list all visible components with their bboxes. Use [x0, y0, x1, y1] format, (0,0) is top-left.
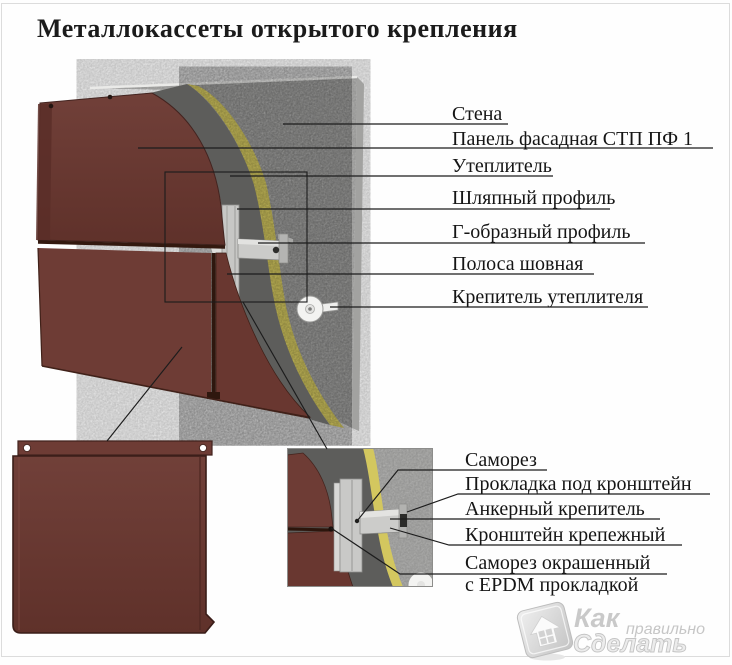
bracket-anchor-dot — [272, 246, 280, 254]
leader-lines — [106, 123, 713, 575]
main-illustration — [36, 75, 364, 431]
watermark-word-3: Сделать — [573, 630, 687, 658]
label-painted-screw-line1: Саморез окрашенный — [465, 552, 651, 574]
watermark-word-2: правильно — [626, 621, 705, 638]
flange-hole — [198, 443, 208, 453]
detail-fastener-disc — [407, 571, 433, 587]
cassette-panels — [36, 92, 312, 419]
label-painted-screw-line2: с EPDM прокладкой — [465, 574, 639, 596]
flange-hole — [22, 443, 32, 453]
leader-bracket-gasket — [406, 493, 710, 513]
upper-cassette — [37, 92, 226, 246]
label-bracket: Кронштейн крепежный — [465, 524, 666, 546]
detail-hat-profile — [333, 478, 363, 573]
row-seam — [37, 240, 226, 249]
watermark-logo: Как правильно Сделать — [516, 601, 705, 661]
watermark-word-1: Как — [574, 603, 621, 633]
label-insulation-fastener: Крепитель утеплителя — [452, 286, 644, 308]
detail-view-border — [287, 448, 433, 587]
label-facade-panel: Панель фасадная СТП ПФ 1 — [452, 128, 694, 150]
detail-upper-cassette — [287, 452, 334, 528]
label-wall: Стена — [452, 103, 503, 125]
wall-side-face — [352, 77, 364, 431]
callout-box — [164, 171, 308, 303]
leader-screw — [356, 469, 547, 522]
upper-cassette-left-fold — [36, 103, 52, 240]
label-bracket-gasket: Прокладка под кронштейн — [465, 473, 692, 495]
cassette-panel-drawing — [12, 440, 216, 634]
rivet-dot — [48, 103, 54, 109]
label-l-profile: Г-образный профиль — [452, 221, 631, 243]
label-anchor: Анкерный крепитель — [465, 498, 645, 520]
page-title: Металлокассеты открытого крепления — [37, 14, 518, 43]
callout-to-detail-line — [242, 301, 328, 450]
label-insulation: Утеплитель — [452, 155, 552, 177]
leader-bracket — [389, 527, 682, 546]
house-icon — [516, 601, 574, 659]
leader-painted-screw — [330, 527, 667, 575]
detail-anchor — [395, 497, 423, 544]
panel-to-drawing-line — [106, 346, 183, 442]
label-screw: Саморез — [465, 449, 537, 471]
label-hat-profile: Шляпный профиль — [452, 187, 616, 209]
rivet-dot — [107, 94, 113, 100]
cassette-body — [12, 455, 216, 634]
cassette-flange — [17, 440, 213, 456]
label-seam-strip: Полоса шовная — [452, 253, 584, 275]
lower-left-cassette — [38, 248, 211, 399]
detail-painted-screw — [328, 526, 334, 532]
l-bracket — [237, 233, 293, 264]
page-border — [1, 3, 730, 657]
